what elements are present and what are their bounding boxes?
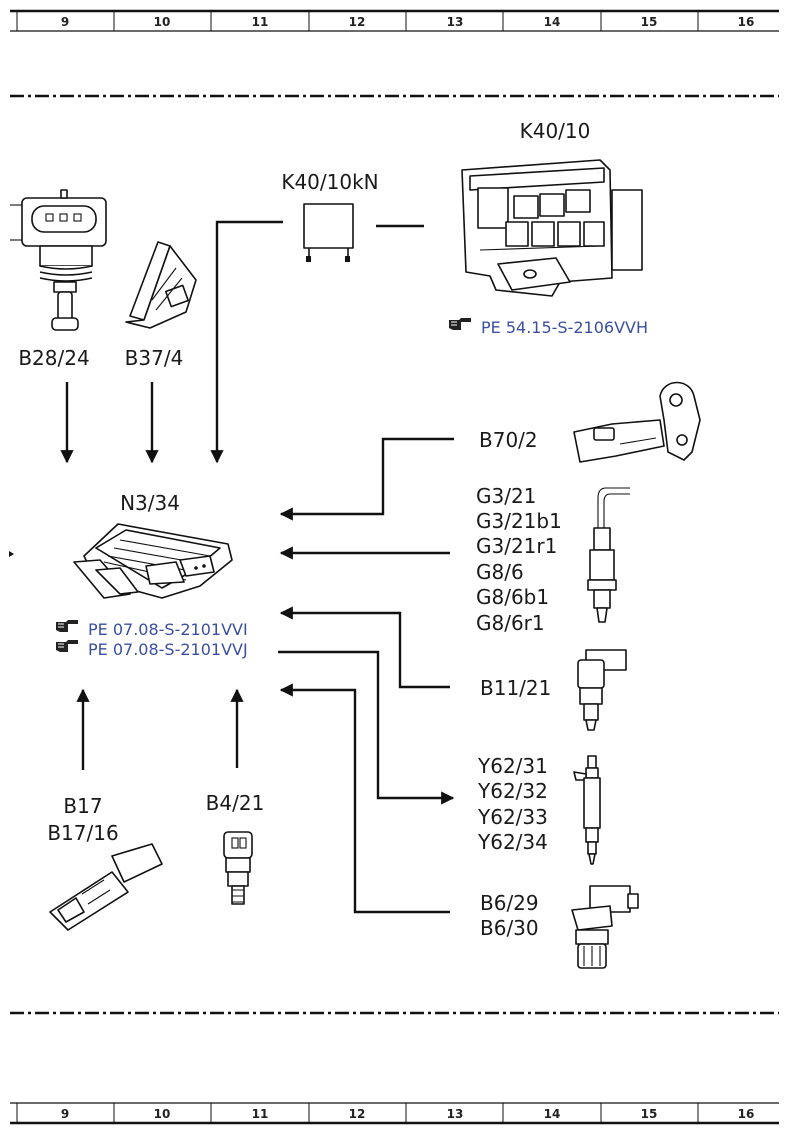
- label-b70-2: B70/2: [479, 428, 538, 452]
- bottom-column-ruler: 9 10 11 12 13 14 15 16: [10, 1102, 779, 1125]
- top-col-12: 12: [349, 15, 366, 29]
- ref-k40-10[interactable]: PE 54.15-S-2106VVH: [481, 318, 648, 337]
- label-b37-4: B37/4: [125, 346, 184, 370]
- label-k40-10: K40/10: [520, 119, 591, 143]
- label-n3-34: N3/34: [120, 491, 180, 515]
- top-col-11: 11: [252, 15, 269, 29]
- top-col-9: 9: [61, 15, 69, 29]
- wires: [60, 220, 455, 914]
- label-g3-21b1: G3/21b1: [476, 509, 562, 533]
- bottom-col-10: 10: [154, 1107, 171, 1121]
- b17-sensor-drawing: [49, 843, 163, 931]
- b28-24-sensor-drawing: [10, 189, 107, 331]
- label-y62-31: Y62/31: [477, 754, 548, 778]
- top-col-15: 15: [641, 15, 658, 29]
- bottom-col-9: 9: [61, 1107, 69, 1121]
- pointing-hand-icon: [56, 620, 78, 632]
- ref-n3-34-b[interactable]: PE 07.08-S-2101VVJ: [88, 640, 248, 659]
- pointing-hand-icon: [449, 318, 471, 330]
- top-col-14: 14: [544, 15, 561, 29]
- label-k40-10kn: K40/10kN: [281, 170, 378, 194]
- wire-b11-21: [279, 606, 450, 689]
- label-g8-6b1: G8/6b1: [476, 585, 549, 609]
- bottom-col-14: 14: [544, 1107, 561, 1121]
- label-y62-33: Y62/33: [477, 805, 548, 829]
- label-b17-16: B17/16: [47, 821, 118, 845]
- top-col-13: 13: [447, 15, 464, 29]
- b4-21-sensor-drawing: [223, 831, 253, 905]
- label-g8-6: G8/6: [476, 560, 524, 584]
- bottom-col-13: 13: [447, 1107, 464, 1121]
- y62-injector-drawing: [573, 755, 601, 865]
- bottom-col-12: 12: [349, 1107, 366, 1121]
- ref-n3-34-a[interactable]: PE 07.08-S-2101VVI: [88, 620, 248, 639]
- wire-b6: [279, 683, 450, 914]
- label-b11-21: B11/21: [480, 676, 551, 700]
- wire-y62: [278, 650, 455, 805]
- label-y62-34: Y62/34: [477, 830, 548, 854]
- top-col-16: 16: [738, 15, 755, 29]
- top-col-10: 10: [154, 15, 171, 29]
- wire-k40-10kn: [210, 220, 283, 464]
- label-g8-6r1: G8/6r1: [476, 611, 545, 635]
- b37-4-pedal-drawing: [125, 241, 197, 329]
- edge-marker: [9, 551, 14, 557]
- label-g3-21r1: G3/21r1: [476, 534, 557, 558]
- n3-34-control-unit-drawing: [73, 523, 233, 599]
- label-y62-32: Y62/32: [477, 779, 548, 803]
- label-b17: B17: [63, 794, 102, 818]
- g-group-lambda-probe-drawing: [587, 487, 630, 623]
- bottom-col-16: 16: [738, 1107, 755, 1121]
- b6-sensor-drawing: [571, 885, 639, 969]
- pointing-hand-icon: [56, 640, 78, 652]
- wire-b70-2: [279, 437, 454, 521]
- bottom-col-11: 11: [252, 1107, 269, 1121]
- k40-10kn-relay-drawing: [303, 203, 354, 262]
- label-g3-21: G3/21: [476, 484, 536, 508]
- label-b4-21: B4/21: [206, 791, 265, 815]
- b70-2-sensor-drawing: [573, 381, 701, 463]
- label-b6-29: B6/29: [480, 891, 539, 915]
- top-column-ruler: 9 10 11 12 13 14 15 16: [10, 9, 779, 32]
- label-b28-24: B28/24: [18, 346, 89, 370]
- k40-10-module-drawing: [461, 159, 643, 297]
- bottom-col-15: 15: [641, 1107, 658, 1121]
- label-b6-30: B6/30: [480, 916, 539, 940]
- b11-21-sensor-drawing: [577, 649, 627, 731]
